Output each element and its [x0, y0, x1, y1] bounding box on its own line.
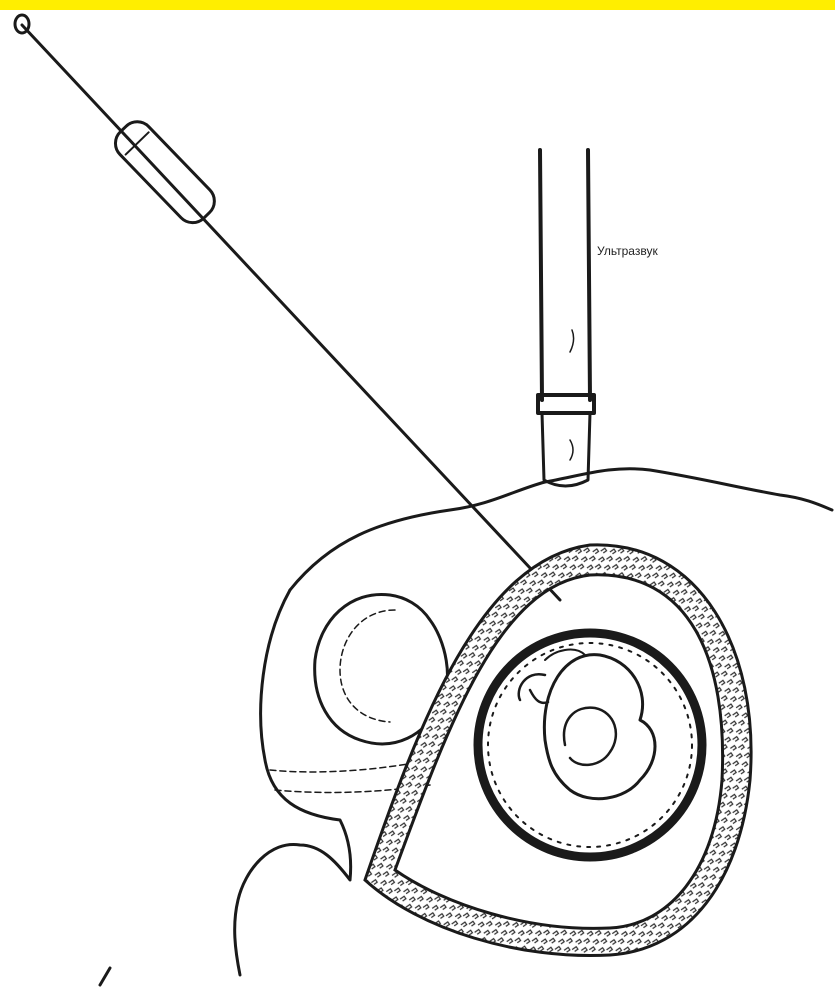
fetus: [519, 650, 655, 799]
amniotic-sac: [478, 633, 702, 857]
syringe-barrel: [109, 115, 221, 229]
ultrasound-probe-label: Ультразвук: [597, 244, 658, 258]
syringe-needle: [15, 15, 560, 600]
uterus-outline: [235, 590, 351, 975]
ultrasound-probe: [538, 150, 594, 486]
uterine-wall: [365, 545, 751, 956]
